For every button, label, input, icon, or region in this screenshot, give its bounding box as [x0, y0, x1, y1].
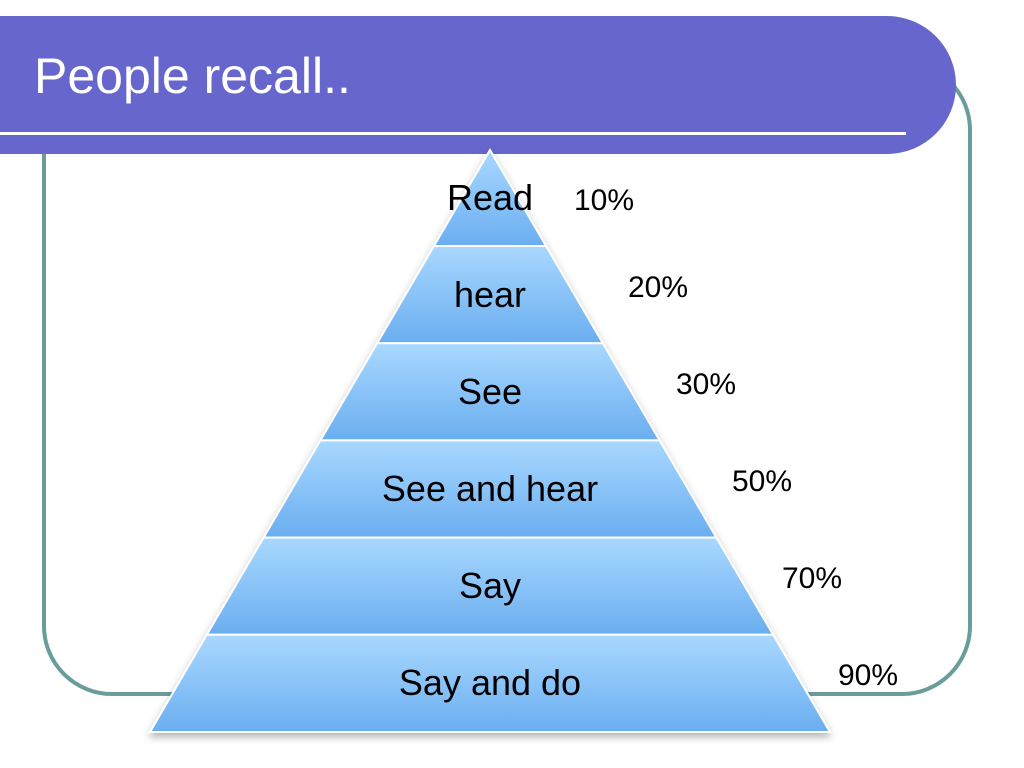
title-underline — [0, 132, 906, 135]
title-bar — [0, 16, 956, 154]
percent-label: 10% — [574, 184, 635, 217]
tier-label: See and hear — [381, 468, 599, 509]
tier-label: hear — [453, 273, 527, 315]
pyramid-tier — [148, 633, 832, 733]
tier-label: Say — [458, 565, 522, 607]
tier-label: Say and do — [398, 662, 582, 704]
slide-title: People recall.. — [34, 48, 351, 104]
percent-label: 20% — [628, 270, 689, 304]
percent-label: 70% — [782, 562, 843, 596]
tier-label: Read — [446, 177, 534, 218]
tier-label: See — [457, 370, 523, 412]
percent-label: 90% — [838, 659, 899, 693]
percent-label: 50% — [732, 465, 793, 498]
percent-label: 30% — [676, 367, 737, 401]
